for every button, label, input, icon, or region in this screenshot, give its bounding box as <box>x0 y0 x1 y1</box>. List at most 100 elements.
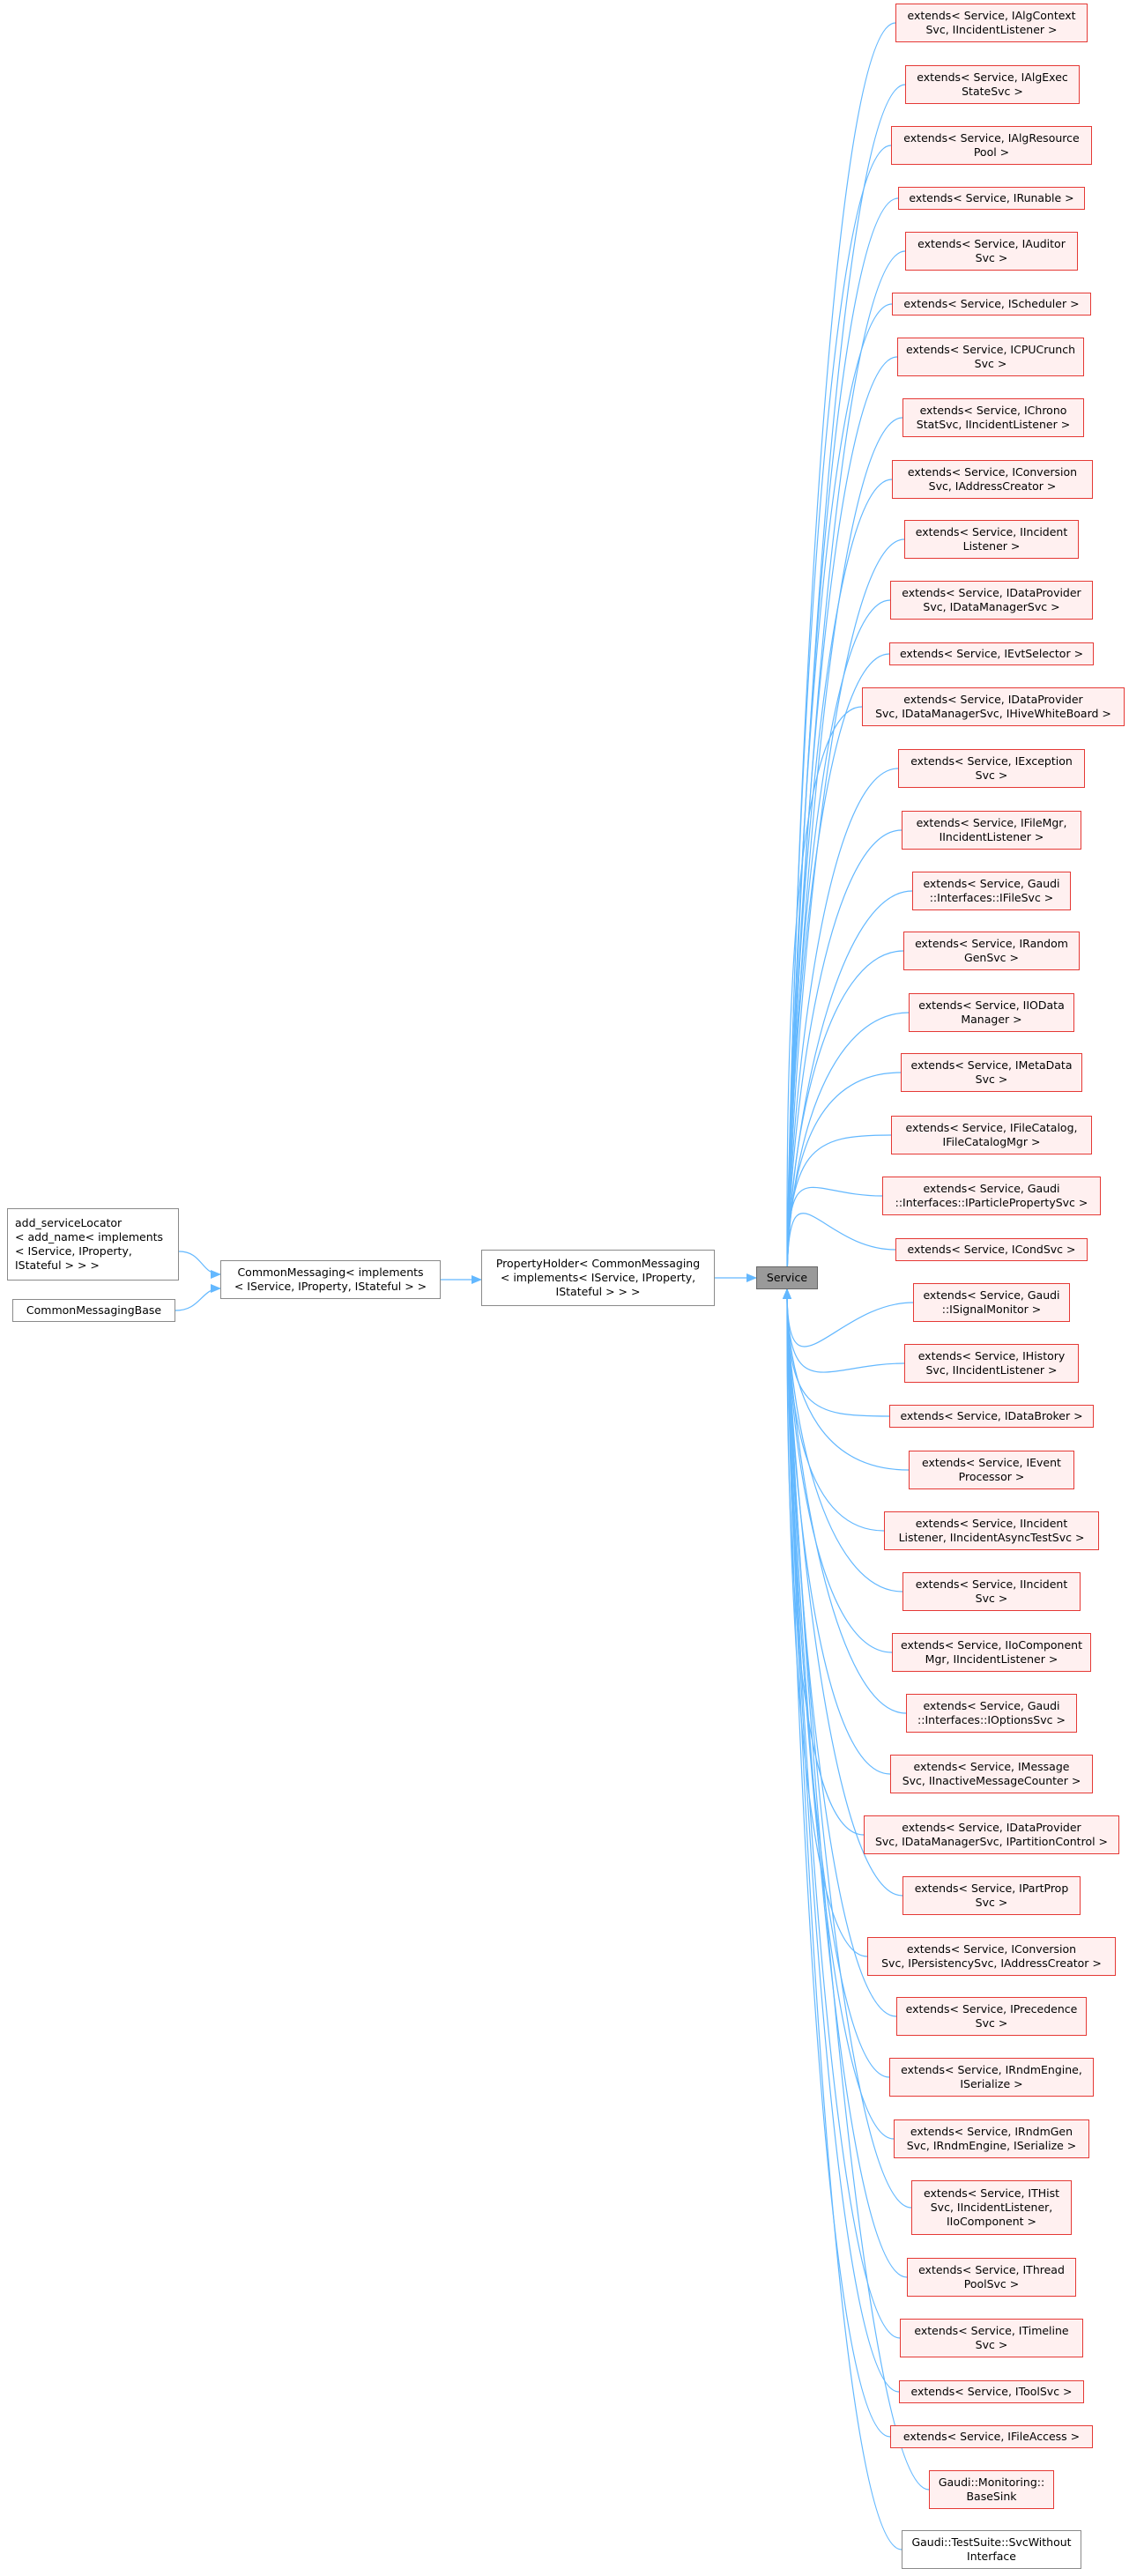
derived-class-node[interactable]: extends< Service, IAlgContext Svc, IInci… <box>895 4 1088 42</box>
derived-edge <box>783 1288 908 2278</box>
ancestor-add-service-locator[interactable]: add_serviceLocator < add_name< implement… <box>7 1208 179 1281</box>
derived-class-label: extends< Service, IConversion Svc, IAddr… <box>907 465 1078 493</box>
derived-class-label: extends< Service, IAlgResource Pool > <box>903 131 1080 159</box>
derived-class-node[interactable]: extends< Service, IDataProvider Svc, IDa… <box>864 1815 1119 1854</box>
derived-class-node[interactable]: extends< Service, IThread PoolSvc > <box>907 2258 1076 2297</box>
derived-edge <box>783 1186 883 1290</box>
derived-class-node[interactable]: extends< Service, IAuditor Svc > <box>905 232 1078 271</box>
derived-edge <box>783 1288 905 1373</box>
derived-class-label: extends< Service, IThread PoolSvc > <box>918 2263 1065 2290</box>
derived-class-node[interactable]: extends< Service, IHistory Svc, IInciden… <box>904 1344 1079 1383</box>
derived-class-node[interactable]: extends< Service, IAlgResource Pool > <box>891 126 1092 165</box>
derived-class-node[interactable]: extends< Service, IChrono StatSvc, IInci… <box>902 398 1084 437</box>
derived-class-label: extends< Service, IIOData Manager > <box>918 998 1065 1026</box>
derived-class-node[interactable]: extends< Service, IEvent Processor > <box>909 1451 1074 1489</box>
derived-class-node[interactable]: extends< Service, IIoComponent Mgr, IInc… <box>892 1633 1091 1672</box>
derived-class-label: extends< Service, IFileAccess > <box>902 2430 1081 2443</box>
derived-class-node[interactable]: extends< Service, Gaudi ::Interfaces::IF… <box>912 872 1071 910</box>
derived-class-node[interactable]: extends< Service, IIncident Listener, II… <box>884 1511 1099 1550</box>
derived-class-node[interactable]: Gaudi::Monitoring:: BaseSink <box>929 2470 1054 2509</box>
derived-edge <box>783 1288 910 1471</box>
service-node[interactable]: Service <box>756 1266 818 1289</box>
derived-class-label: extends< Service, ITHist Svc, IIncidentL… <box>923 2186 1060 2228</box>
derived-class-label: extends< Service, Gaudi ::Interfaces::IF… <box>923 877 1060 904</box>
derived-class-node[interactable]: extends< Service, IRandom GenSvc > <box>903 932 1080 970</box>
derived-class-node[interactable]: extends< Service, Gaudi ::Interfaces::IO… <box>906 1694 1077 1733</box>
derived-edge <box>782 706 863 1290</box>
derived-edge <box>783 1288 902 2550</box>
derived-edge <box>783 950 904 1290</box>
derived-class-node[interactable]: extends< Service, IScheduler > <box>892 293 1091 316</box>
ancestor-common-messaging[interactable]: CommonMessaging< implements < IService, … <box>220 1260 441 1299</box>
derived-class-label: extends< Service, IMessage Svc, IInactiv… <box>902 1760 1081 1787</box>
derived-class-label: extends< Service, Gaudi ::Interfaces::IP… <box>895 1182 1088 1209</box>
derived-class-label: Gaudi::Monitoring:: BaseSink <box>938 2476 1045 2503</box>
derived-class-node[interactable]: extends< Service, IIncident Svc > <box>902 1572 1081 1611</box>
derived-edge <box>783 303 893 1290</box>
ancestor-property-holder[interactable]: PropertyHolder< CommonMessaging < implem… <box>481 1250 715 1306</box>
derived-class-label: extends< Service, ITimeline Svc > <box>914 2324 1069 2351</box>
derived-edge <box>783 890 913 1290</box>
derived-class-node[interactable]: extends< Service, IAlgExec StateSvc > <box>905 65 1080 104</box>
derived-class-label: extends< Service, IFileMgr, IIncidentLis… <box>916 816 1067 843</box>
derived-class-node[interactable]: extends< Service, ICondSvc > <box>895 1238 1088 1261</box>
derived-class-label: extends< Service, IIncident Svc > <box>915 1578 1068 1605</box>
derived-class-node[interactable]: extends< Service, IEvtSelector > <box>889 642 1094 665</box>
ancestor-common-messaging-base[interactable]: CommonMessagingBase <box>12 1299 175 1322</box>
derived-class-node[interactable]: extends< Service, IPartProp Svc > <box>902 1876 1081 1915</box>
derived-class-label: extends< Service, ICPUCrunch Svc > <box>905 343 1076 370</box>
derived-class-node[interactable]: extends< Service, IConversion Svc, IPers… <box>867 1937 1116 1976</box>
derived-class-node[interactable]: extends< Service, IDataProvider Svc, IDa… <box>862 687 1125 726</box>
derived-class-node[interactable]: extends< Service, IException Svc > <box>898 749 1085 788</box>
derived-class-label: extends< Service, IDataProvider Svc, IDa… <box>902 586 1081 613</box>
derived-edge <box>783 356 898 1290</box>
derived-edge <box>783 1288 930 2491</box>
edge-add-service-locator <box>178 1251 221 1279</box>
derived-class-label: extends< Service, IDataBroker > <box>900 1409 1083 1422</box>
derived-class-label: extends< Service, IMetaData Svc > <box>910 1058 1073 1086</box>
derived-class-node[interactable]: extends< Service, IIncident Listener > <box>904 520 1079 559</box>
derived-class-node[interactable]: extends< Service, IRunable > <box>898 187 1085 210</box>
derived-class-node[interactable]: Gaudi::TestSuite::SvcWithout Interface <box>902 2530 1081 2569</box>
derived-class-node[interactable]: extends< Service, ITimeline Svc > <box>900 2319 1083 2357</box>
derived-class-node[interactable]: extends< Service, IToolSvc > <box>899 2380 1084 2403</box>
derived-class-node[interactable]: extends< Service, IFileAccess > <box>890 2425 1093 2448</box>
derived-class-label: extends< Service, IConversion Svc, IPers… <box>881 1942 1102 1970</box>
edge-common-messaging-base <box>175 1284 221 1311</box>
ancestor-label: add_serviceLocator < add_name< implement… <box>15 1216 164 1272</box>
service-node-label: Service <box>766 1271 808 1284</box>
derived-class-label: extends< Service, IEvent Processor > <box>922 1456 1061 1483</box>
derived-class-node[interactable]: extends< Service, IConversion Svc, IAddr… <box>892 460 1093 499</box>
derived-class-node[interactable]: extends< Service, IRndmEngine, ISerializ… <box>889 2058 1094 2097</box>
derived-class-label: extends< Service, IIncident Listener, II… <box>898 1517 1085 1544</box>
derived-edge <box>783 1288 885 1532</box>
derived-class-node[interactable]: extends< Service, IMetaData Svc > <box>901 1053 1082 1092</box>
derived-class-node[interactable]: extends< Service, IIOData Manager > <box>909 993 1074 1032</box>
derived-class-label: extends< Service, IHistory Svc, IInciden… <box>917 1349 1066 1377</box>
ancestor-label: PropertyHolder< CommonMessaging < implem… <box>495 1257 701 1298</box>
derived-class-node[interactable]: extends< Service, IFileMgr, IIncidentLis… <box>902 811 1081 850</box>
derived-class-label: extends< Service, IRunable > <box>909 191 1074 204</box>
ancestor-label: CommonMessagingBase <box>26 1303 162 1317</box>
derived-class-label: Gaudi::TestSuite::SvcWithout Interface <box>911 2535 1072 2563</box>
derived-class-node[interactable]: extends< Service, Gaudi ::ISignalMonitor… <box>913 1283 1070 1322</box>
derived-class-node[interactable]: extends< Service, ICPUCrunch Svc > <box>897 338 1084 376</box>
derived-class-node[interactable]: extends< Service, IFileCatalog, IFileCat… <box>891 1116 1092 1154</box>
derived-class-node[interactable]: extends< Service, ITHist Svc, IIncidentL… <box>911 2180 1072 2235</box>
derived-class-label: extends< Service, IDataProvider Svc, IDa… <box>875 693 1111 720</box>
derived-class-label: extends< Service, IRndmEngine, ISerializ… <box>901 2063 1082 2090</box>
derived-class-label: extends< Service, IAlgContext Svc, IInci… <box>907 9 1076 36</box>
derived-class-label: extends< Service, IToolSvc > <box>910 2385 1073 2398</box>
derived-class-label: extends< Service, Gaudi ::ISignalMonitor… <box>923 1288 1060 1316</box>
derived-class-node[interactable]: extends< Service, IDataProvider Svc, IDa… <box>890 581 1093 620</box>
derived-class-node[interactable]: extends< Service, Gaudi ::Interfaces::IP… <box>882 1177 1101 1215</box>
derived-class-node[interactable]: extends< Service, IRndmGen Svc, IRndmEng… <box>894 2119 1089 2158</box>
derived-edge <box>783 1213 896 1290</box>
derived-class-node[interactable]: extends< Service, IPrecedence Svc > <box>896 1997 1087 2036</box>
derived-class-label: extends< Service, ICondSvc > <box>907 1243 1076 1256</box>
derived-class-node[interactable]: extends< Service, IDataBroker > <box>889 1405 1094 1428</box>
derived-class-node[interactable]: extends< Service, IMessage Svc, IInactiv… <box>890 1755 1093 1793</box>
derived-class-label: extends< Service, IPrecedence Svc > <box>905 2002 1078 2030</box>
derived-class-label: extends< Service, IAuditor Svc > <box>917 237 1066 264</box>
